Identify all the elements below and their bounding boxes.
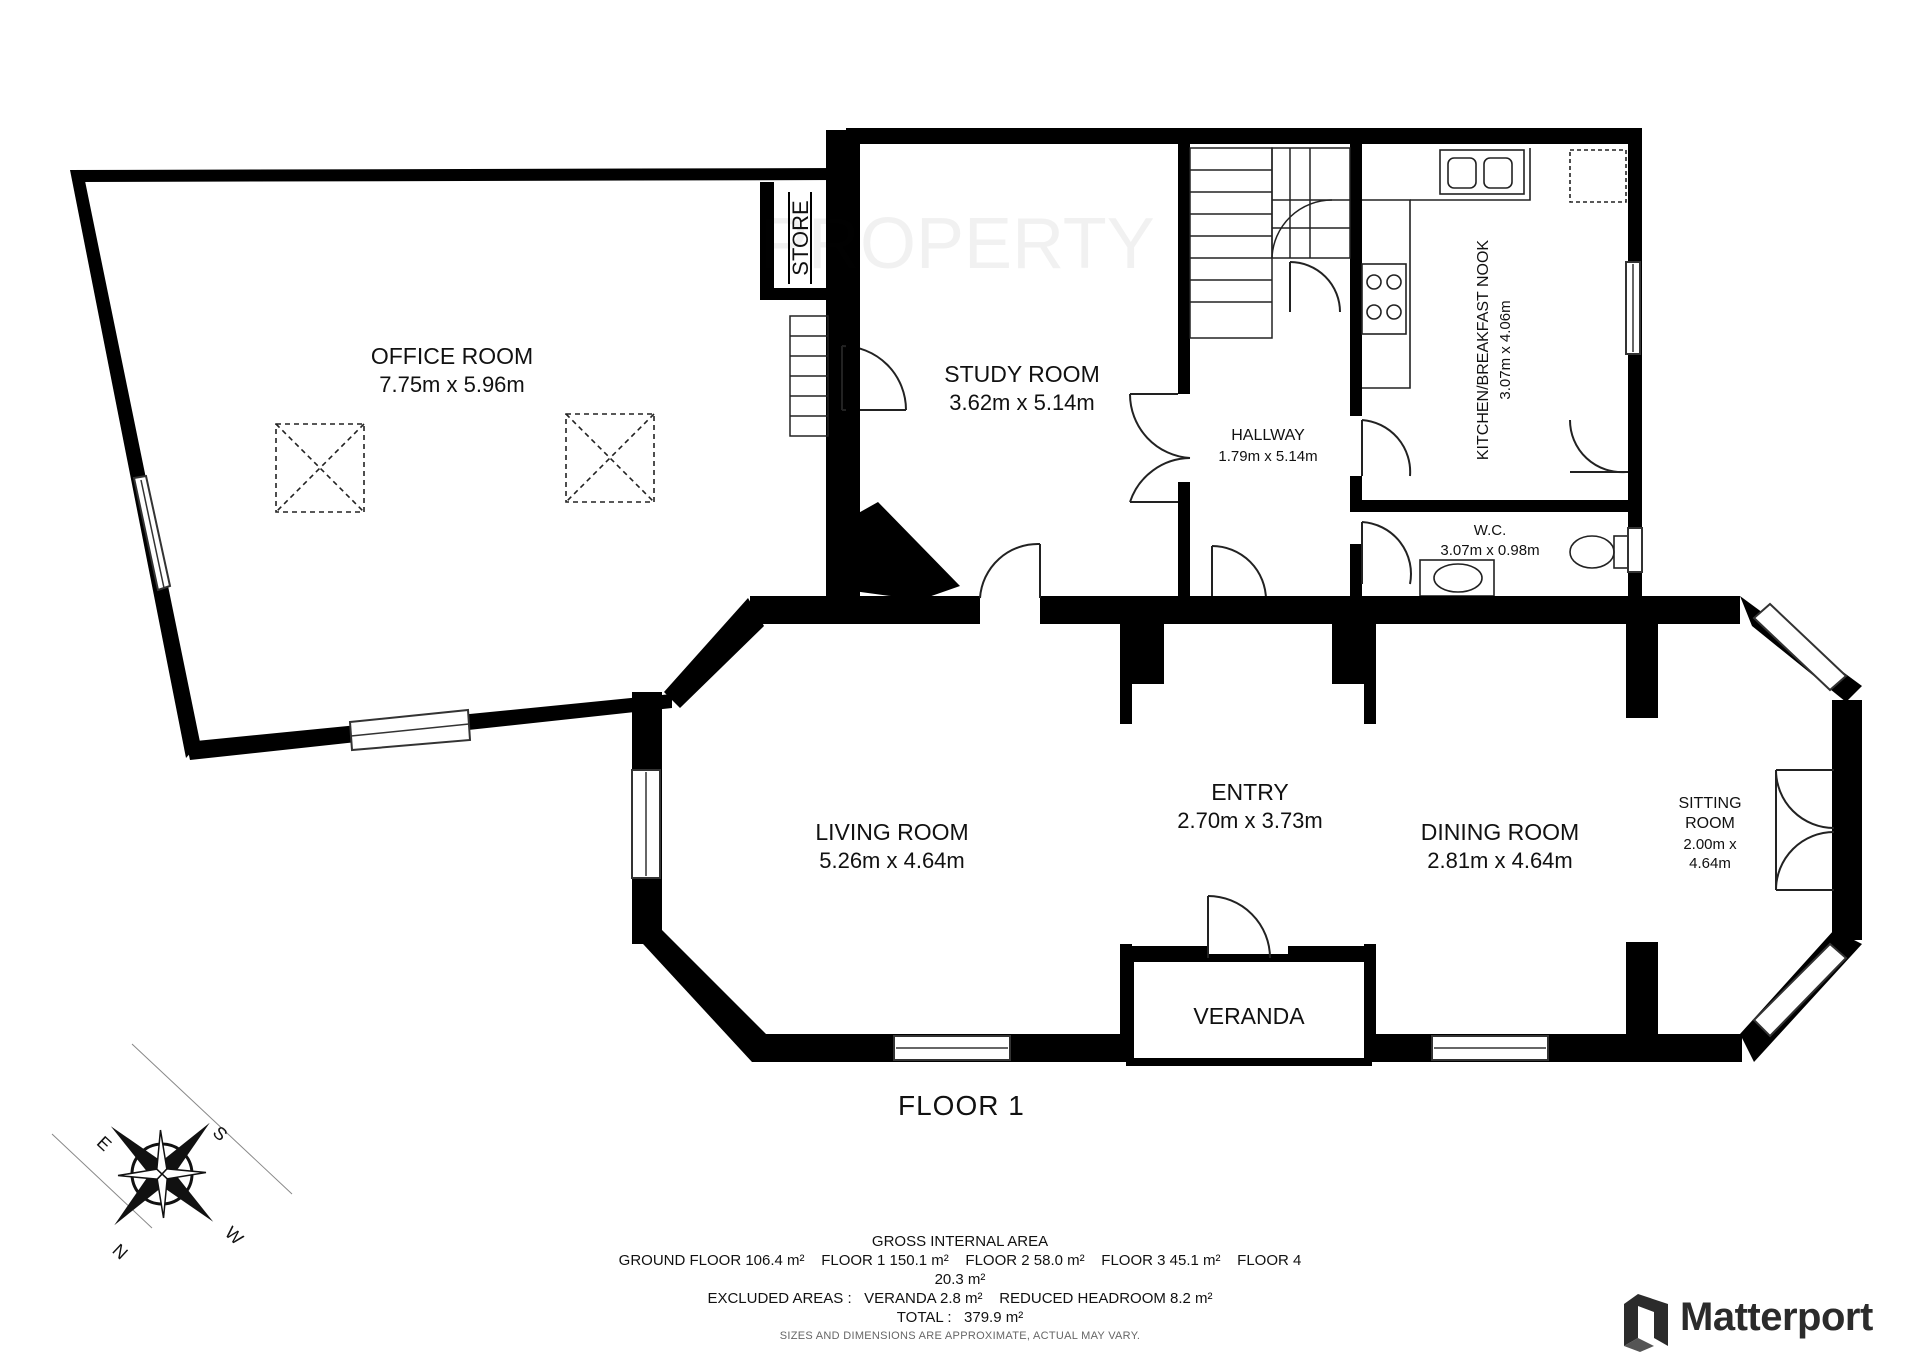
- wc-size: 3.07m x 0.98m: [1440, 542, 1539, 559]
- matterport-logo-icon: [1624, 1294, 1668, 1352]
- office-walls: [70, 130, 846, 760]
- living-window-bottom: [893, 1035, 1011, 1061]
- hallway-name: HALLWAY: [1231, 427, 1305, 444]
- kitchen-window: [1625, 261, 1641, 355]
- upper-block-walls: [846, 128, 1642, 602]
- bay-window-top: [1752, 602, 1848, 692]
- skylight-1: [275, 423, 365, 513]
- office-room-name: OFFICE ROOM: [371, 343, 533, 369]
- store-closet: [760, 182, 840, 300]
- dining-room-size: 2.81m x 4.64m: [1427, 848, 1573, 873]
- office-stair: [789, 315, 829, 437]
- veranda-name: VERANDA: [1193, 1003, 1305, 1029]
- sitting-room-name-1: SITTING: [1678, 795, 1741, 812]
- area-summary: GROSS INTERNAL AREA GROUND FLOOR 106.4 m…: [0, 1232, 1920, 1346]
- living-window-left: [631, 769, 661, 879]
- wc-window: [1627, 527, 1643, 573]
- compass-e: E: [93, 1132, 115, 1155]
- wc-name: W.C.: [1474, 522, 1507, 539]
- compass-s: S: [209, 1122, 231, 1145]
- main-stair: [1189, 147, 1351, 339]
- living-room-size: 5.26m x 4.64m: [819, 848, 965, 873]
- store-label: STORE: [788, 200, 813, 275]
- entry-size: 2.70m x 3.73m: [1177, 808, 1323, 833]
- veranda: [1126, 954, 1372, 1066]
- dining-window-bottom: [1431, 1035, 1549, 1061]
- area-line-1: GROUND FLOOR 106.4 m² FLOOR 1 150.1 m² F…: [618, 1252, 1302, 1269]
- hallway-doors: [1128, 261, 1628, 601]
- living-room-name: LIVING ROOM: [815, 819, 968, 845]
- study-room-name: STUDY ROOM: [944, 361, 1099, 387]
- office-window-left: [132, 474, 172, 592]
- office-window-bottom: [348, 708, 472, 752]
- sitting-french-doors: [1775, 769, 1835, 891]
- area-line-4: TOTAL : 379.9 m²: [896, 1309, 1024, 1326]
- office-room-size: 7.75m x 5.96m: [379, 372, 525, 397]
- entry-name: ENTRY: [1211, 779, 1289, 805]
- kitchen-fittings: [1361, 148, 1627, 389]
- kitchen-name: KITCHEN/BREAKFAST NOOK: [1475, 240, 1492, 461]
- living-door: [979, 542, 1041, 599]
- skylight-2: [565, 413, 655, 503]
- kitchen-size: 3.07m x 4.06m: [1497, 300, 1514, 399]
- brand-name: Matterport: [1680, 1294, 1873, 1339]
- sitting-room-name-2: ROOM: [1685, 815, 1735, 832]
- area-disclaimer: SIZES AND DIMENSIONS ARE APPROXIMATE, AC…: [779, 1330, 1141, 1342]
- bay-window-bottom: [1752, 942, 1848, 1038]
- area-line-2: 20.3 m²: [934, 1271, 986, 1288]
- area-line-3: EXCLUDED AREAS : VERANDA 2.8 m² REDUCED …: [707, 1290, 1213, 1307]
- entry-door: [1207, 895, 1271, 959]
- floor-label: FLOOR 1: [898, 1090, 1025, 1121]
- sitting-room-size-1: 2.00m x: [1683, 836, 1737, 853]
- study-room-size: 3.62m x 5.14m: [949, 390, 1095, 415]
- watermark: PROPERTY: [760, 204, 1155, 284]
- hallway-size: 1.79m x 5.14m: [1218, 448, 1317, 465]
- sitting-room-size-2: 4.64m: [1689, 855, 1731, 872]
- brand: Matterport: [1622, 1290, 1873, 1344]
- dining-room-name: DINING ROOM: [1421, 819, 1579, 845]
- area-heading: GROSS INTERNAL AREA: [871, 1233, 1049, 1250]
